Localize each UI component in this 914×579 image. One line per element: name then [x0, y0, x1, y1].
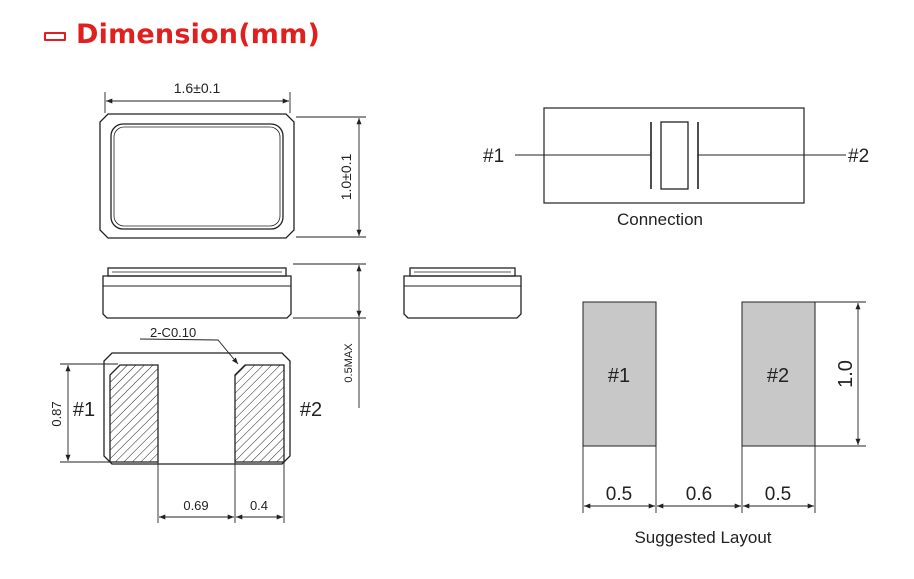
crystal-symbol: [660, 121, 689, 190]
side-view-long: [102, 267, 292, 319]
top-view-lid: [110, 123, 284, 230]
layout-dim-pad1: 0.5: [606, 484, 632, 505]
chamfer-label: 2-C0.10: [150, 325, 196, 340]
bottom-pin1-label: #1: [73, 399, 95, 421]
bottom-view: [60, 338, 291, 523]
top-view-width-label: 1.6±0.1: [174, 80, 221, 96]
chamfer-leader: [139, 338, 239, 365]
pad-left-hatched: [109, 364, 159, 463]
pad-width-label: 0.4: [250, 498, 268, 513]
top-view-package-outline: [99, 113, 295, 239]
layout-caption: Suggested Layout: [634, 528, 771, 547]
connection-schematic: [515, 107, 846, 204]
title-bar-icon: [44, 31, 66, 41]
side-view-short: [403, 267, 522, 319]
layout-pad-2: [741, 301, 816, 447]
top-view: [99, 92, 366, 239]
connection-pin2-label: #2: [848, 146, 869, 167]
connection-pin1-label: #1: [483, 146, 504, 167]
suggested-layout: [582, 301, 866, 513]
layout-dim-gap: 0.6: [686, 484, 712, 505]
gap-label: 0.69: [183, 498, 208, 513]
title-text: Dimension(mm): [76, 18, 320, 50]
layout-pad-1: [582, 301, 657, 447]
bottom-pin2-label: #2: [300, 399, 322, 421]
max-height-label: 0.5MAX: [343, 343, 355, 383]
section-title: Dimension(mm): [44, 12, 320, 56]
layout-pad2-label: #2: [767, 365, 789, 387]
bottom-view-outline: [103, 352, 291, 465]
top-view-height-label: 1.0±0.1: [338, 153, 354, 200]
pad-right-hatched: [234, 364, 285, 463]
connection-caption: Connection: [617, 210, 703, 229]
layout-height-label: 1.0: [835, 360, 857, 388]
layout-dim-pad2: 0.5: [765, 484, 791, 505]
bottom-pad-height-label: 0.87: [49, 401, 64, 426]
layout-pad1-label: #1: [608, 365, 630, 387]
